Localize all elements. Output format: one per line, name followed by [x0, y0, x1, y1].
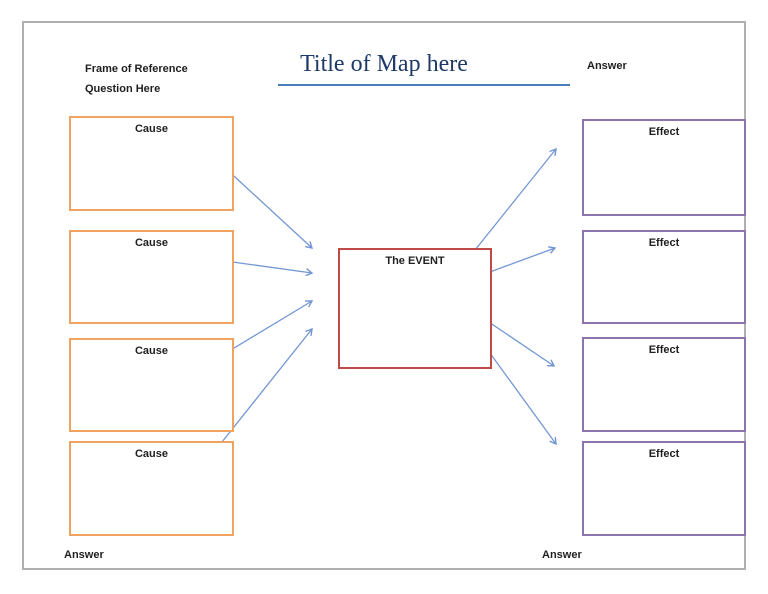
effect-box-2-label: Effect: [648, 237, 680, 249]
cause-box-3: Cause: [69, 338, 234, 432]
frame-of-reference-line2: Question Here: [85, 83, 161, 95]
effect-box-2: Effect: [582, 230, 746, 324]
cause-box-2: Cause: [69, 230, 234, 324]
page-border: Frame of Reference Question Here Title o…: [22, 21, 746, 570]
map-title: Title of Map here: [300, 51, 468, 77]
answer-label-bottom-left: Answer: [64, 549, 104, 561]
effect-box-3: Effect: [582, 337, 746, 432]
event-box-label: The EVENT: [385, 255, 445, 267]
frame-of-reference-block: Frame of Reference Question Here: [85, 59, 188, 99]
arrow-event-to-effect1: [470, 147, 557, 256]
effect-box-1-label: Effect: [648, 126, 680, 138]
cause-box-2-label: Cause: [134, 237, 169, 249]
title-underline: [278, 84, 570, 86]
answer-label-top-right: Answer: [587, 60, 627, 72]
cause-box-3-label: Cause: [134, 345, 169, 357]
cause-box-1-label: Cause: [134, 123, 169, 135]
frame-of-reference-line1: Frame of Reference: [85, 63, 188, 75]
effect-box-4: Effect: [582, 441, 746, 536]
effect-box-1: Effect: [582, 119, 746, 216]
effect-box-3-label: Effect: [648, 344, 680, 356]
cause-box-4: Cause: [69, 441, 234, 536]
effect-box-4-label: Effect: [648, 448, 680, 460]
event-box: The EVENT: [338, 248, 492, 369]
answer-label-bottom-right: Answer: [542, 549, 582, 561]
cause-box-1: Cause: [69, 116, 234, 211]
cause-box-4-label: Cause: [134, 448, 169, 460]
